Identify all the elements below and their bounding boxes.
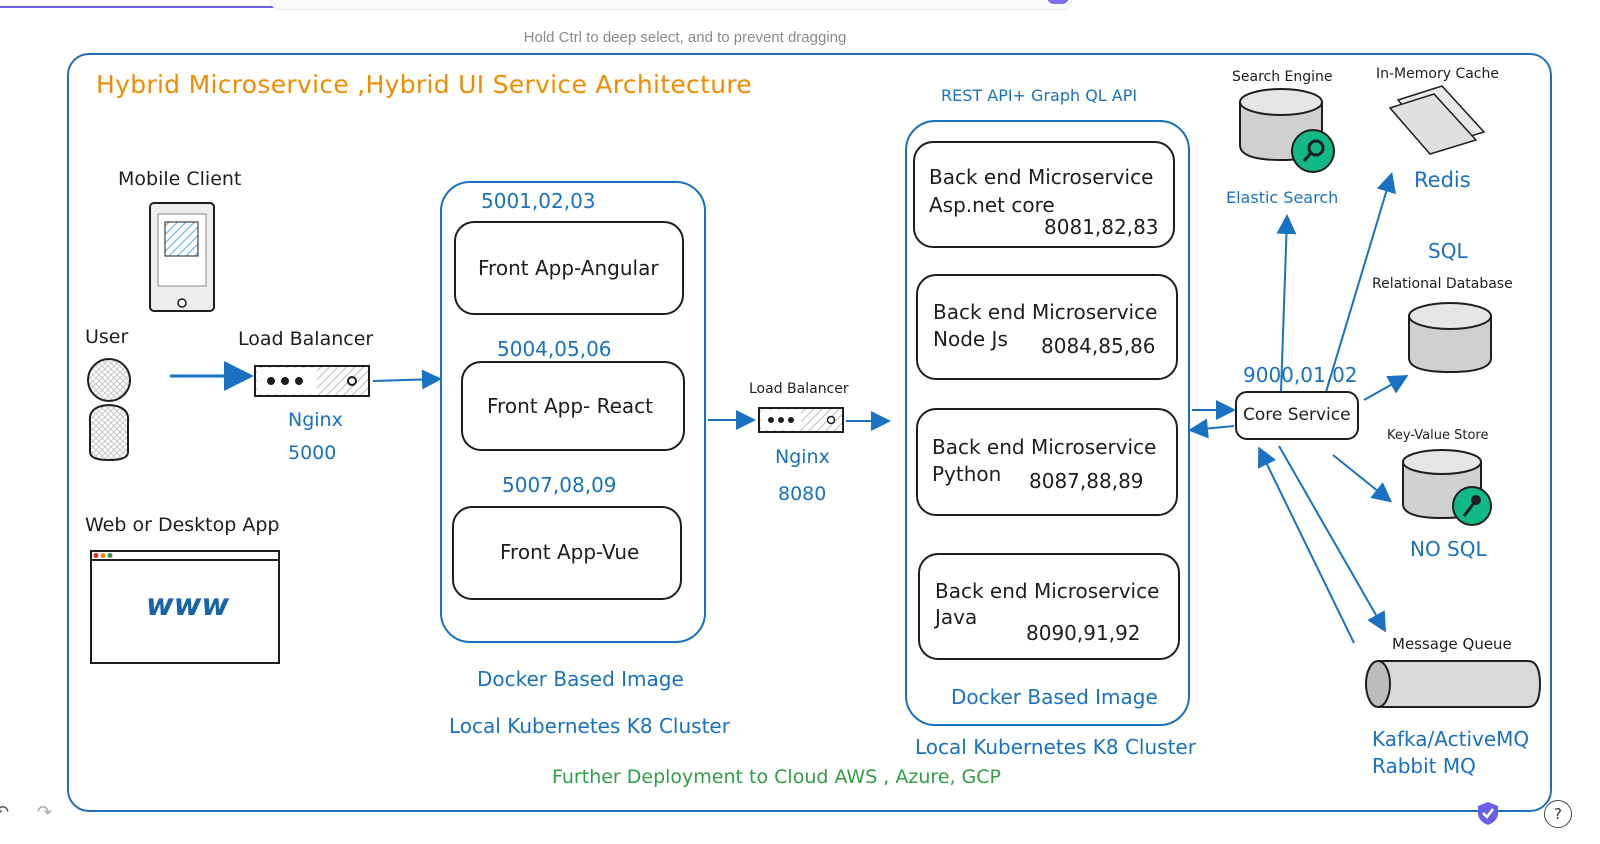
www-glyph: www — [146, 588, 230, 623]
load-balancer-1-label: Load Balancer — [238, 328, 374, 350]
arrow-core-to-sql — [1363, 375, 1409, 401]
backend-4-line2: Java — [935, 605, 978, 629]
sql-database-icon — [1408, 302, 1492, 374]
backend-3-port: 8087,88,89 — [1029, 469, 1144, 493]
lb2-server-label: Nginx — [775, 446, 830, 468]
frontend-image-label: Docker Based Image — [477, 667, 684, 691]
frontend-app-1-name: Front App-Angular — [478, 256, 659, 280]
backend-service-nodejs[interactable]: Back end Microservice Node Js 8084,85,86 — [916, 274, 1178, 380]
diagram-frame[interactable] — [67, 53, 1552, 812]
frontend-cluster-label: Local Kubernetes K8 Cluster — [449, 714, 730, 738]
arrow-lb-to-frontend — [372, 369, 442, 390]
api-label: REST API+ Graph QL API — [941, 86, 1138, 105]
frontend-app-3-port: 5007,08,09 — [502, 473, 617, 497]
browser-window-icon — [90, 550, 280, 664]
backend-4-line1: Back end Microservice — [935, 579, 1160, 603]
load-balancer-device-1 — [254, 365, 370, 397]
frontend-app-1-port: 5001,02,03 — [481, 189, 596, 213]
message-queue-icon — [1365, 660, 1542, 708]
lb1-port-label: 5000 — [288, 442, 337, 464]
frontend-app-angular[interactable]: Front App-Angular — [454, 221, 684, 315]
cache-pages-icon — [1388, 85, 1486, 155]
relational-db-caption: Relational Database — [1372, 276, 1513, 292]
backend-service-python[interactable]: Back end Microservice Python 8087,88,89 — [916, 408, 1178, 516]
arrow-core-to-search — [1276, 214, 1297, 393]
load-balancer-device-2 — [758, 407, 844, 433]
backend-image-label: Docker Based Image — [951, 685, 1158, 709]
key-icon — [1452, 486, 1492, 526]
core-service-name: Core Service — [1243, 405, 1351, 425]
toolbar-accent-button[interactable] — [1047, 0, 1069, 4]
frontend-app-2-name: Front App- React — [487, 394, 653, 418]
core-service-box[interactable]: Core Service — [1235, 391, 1359, 440]
arrow-core-to-redis — [1325, 172, 1396, 393]
shield-icon[interactable] — [1476, 800, 1500, 826]
backend-4-port: 8090,91,92 — [1026, 621, 1141, 645]
nosql-label: NO SQL — [1410, 537, 1487, 561]
mobile-phone-icon — [149, 202, 215, 312]
frontend-app-2-port: 5004,05,06 — [497, 337, 612, 361]
mobile-client-label: Mobile Client — [118, 168, 242, 190]
key-value-caption: Key-Value Store — [1387, 428, 1489, 443]
backend-2-line1: Back end Microservice — [933, 300, 1158, 324]
core-port: 9000,01,02 — [1243, 363, 1358, 387]
help-icon[interactable]: ? — [1544, 800, 1572, 828]
elastic-search-label: Elastic Search — [1226, 188, 1339, 207]
user-label: User — [85, 326, 129, 348]
undo-icon[interactable]: ↶ — [0, 802, 10, 823]
frontend-cluster[interactable] — [440, 181, 706, 643]
backend-2-line2: Node Js — [933, 327, 1008, 351]
backend-1-line2: Asp.net core — [929, 193, 1055, 217]
arrow-core-to-queue — [1278, 445, 1386, 633]
in-memory-cache-caption: In-Memory Cache — [1376, 66, 1499, 82]
frontend-app-3-name: Front App-Vue — [500, 540, 640, 564]
backend-service-java[interactable]: Back end Microservice Java 8090,91,92 — [918, 553, 1180, 660]
message-queue-caption: Message Queue — [1392, 635, 1512, 653]
redis-label: Redis — [1414, 168, 1471, 192]
frontend-app-react[interactable]: Front App- React — [461, 361, 685, 451]
frontend-app-vue[interactable]: Front App-Vue — [452, 506, 682, 600]
queue-name-line2: Rabbit MQ — [1372, 754, 1476, 778]
deep-select-hint: Hold Ctrl to deep select, and to prevent… — [523, 29, 847, 46]
web-desktop-label: Web or Desktop App — [85, 514, 280, 536]
lb2-port-label: 8080 — [778, 483, 827, 505]
arrow-core-to-nosql — [1332, 454, 1393, 503]
backend-service-aspnet[interactable]: Back end Microservice Asp.net core 8081,… — [913, 141, 1175, 248]
diagram-title: Hybrid Microservice ,Hybrid UI Service A… — [96, 70, 753, 99]
backend-cluster-label: Local Kubernetes K8 Cluster — [915, 735, 1196, 759]
cloud-deployment-note: Further Deployment to Cloud AWS , Azure,… — [552, 766, 1002, 788]
redo-icon[interactable]: ↷ — [37, 802, 53, 823]
backend-cluster[interactable] — [905, 120, 1190, 726]
backend-2-port: 8084,85,86 — [1041, 334, 1156, 358]
search-engine-caption: Search Engine — [1232, 69, 1333, 85]
queue-name-line1: Kafka/ActiveMQ — [1372, 727, 1530, 751]
magnifier-icon — [1291, 129, 1335, 173]
user-icon — [87, 358, 131, 462]
lb1-server-label: Nginx — [288, 409, 343, 431]
arrow-core-to-backend — [1188, 418, 1235, 439]
backend-1-line1: Back end Microservice — [929, 165, 1154, 189]
arrow-queue-to-core — [1258, 446, 1355, 644]
load-balancer-2-label: Load Balancer — [749, 381, 849, 397]
sql-label: SQL — [1428, 239, 1468, 263]
backend-3-line2: Python — [932, 462, 1002, 486]
active-tab-indicator — [0, 0, 275, 8]
backend-1-port: 8081,82,83 — [1044, 215, 1159, 239]
backend-3-line1: Back end Microservice — [932, 435, 1157, 459]
